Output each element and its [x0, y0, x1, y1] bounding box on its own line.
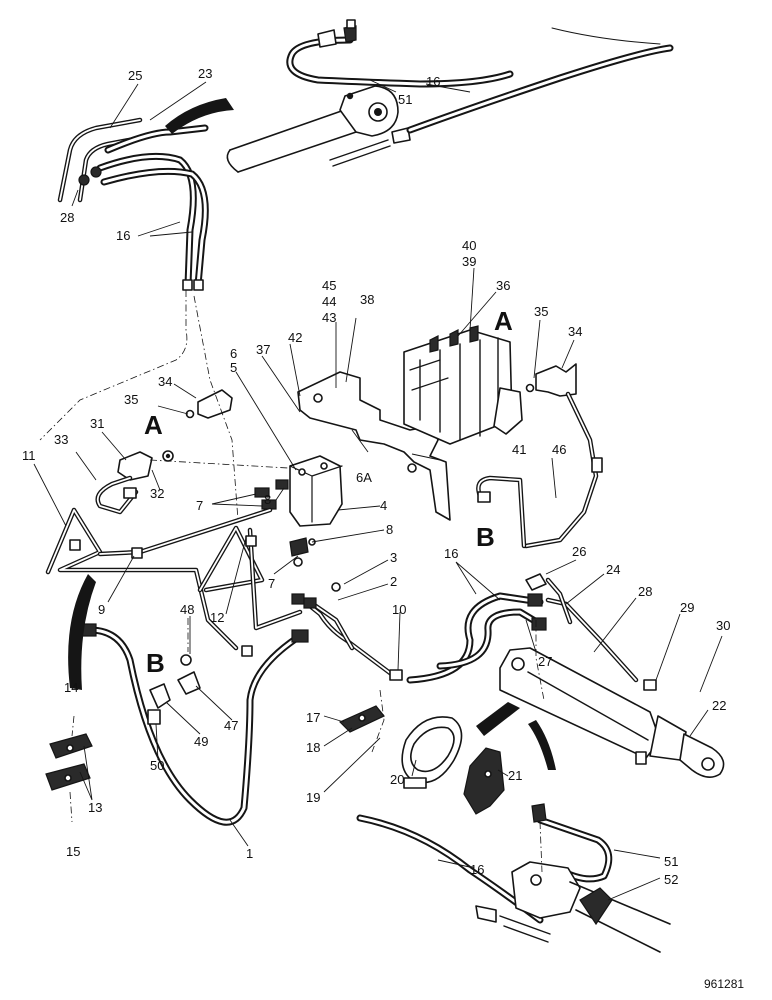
callout-36: 36 [496, 278, 510, 293]
callout-51: 51 [664, 854, 678, 869]
callout-21: 21 [508, 768, 522, 783]
callout-42: 42 [288, 330, 302, 345]
callout-40: 40 [462, 238, 476, 253]
callout-35: 35 [534, 304, 548, 319]
callout-12: 12 [210, 610, 224, 625]
callout-47: 47 [224, 718, 238, 733]
callout-22: 22 [712, 698, 726, 713]
control-valve-assembly [297, 325, 523, 521]
callout-20: 20 [390, 772, 404, 787]
callout-4: 4 [380, 498, 387, 513]
section-marker-b-left: B [146, 648, 165, 678]
callout-3: 3 [390, 550, 397, 565]
callout-29: 29 [680, 600, 694, 615]
callout-1: 1 [246, 846, 253, 861]
callout-50: 50 [150, 758, 164, 773]
callout-52: 52 [664, 872, 678, 887]
callout-26: 26 [572, 544, 586, 559]
callout-30: 30 [716, 618, 730, 633]
callout-45: 45 [322, 278, 336, 293]
callout-46: 46 [552, 442, 566, 457]
callout-17: 17 [306, 710, 320, 725]
callout-23: 23 [198, 66, 212, 81]
section-marker-a-left: A [144, 410, 163, 440]
callout-7: 7 [268, 576, 275, 591]
callout-5: 5 [230, 360, 237, 375]
callout-16: 16 [444, 546, 458, 561]
callout-16: 16 [426, 74, 440, 89]
bottom-ram-detail [356, 803, 671, 953]
callout-6: 6 [230, 346, 237, 361]
top-ram-detail [226, 19, 674, 173]
callout-41: 41 [512, 442, 526, 457]
callout-44: 44 [322, 294, 336, 309]
main-flexible-hose-1 [68, 574, 309, 826]
callout-14: 14 [64, 680, 78, 695]
callout-16: 16 [116, 228, 130, 243]
callout-34: 34 [568, 324, 582, 339]
leader-lines [33, 79, 723, 901]
callout-28: 28 [638, 584, 652, 599]
callout-38: 38 [360, 292, 374, 307]
callout-11: 11 [22, 448, 36, 463]
callout-43: 43 [322, 310, 336, 325]
callout-18: 18 [306, 740, 320, 755]
callout-33: 33 [54, 432, 68, 447]
callout-2: 2 [390, 574, 397, 589]
callout-35: 35 [124, 392, 138, 407]
right-ram-22 [499, 647, 725, 778]
callout-39: 39 [462, 254, 476, 269]
callout-19: 19 [306, 790, 320, 805]
ram-hoses-16 [406, 573, 657, 691]
callout-27: 27 [538, 654, 552, 669]
callout-labels: 25 23 28 16 51 16 40 39 36 45 44 43 38 3… [22, 66, 730, 887]
clamps-and-brackets [338, 702, 556, 815]
callout-34: 34 [158, 374, 172, 389]
callout-48: 48 [180, 602, 194, 617]
callout-16: 16 [470, 862, 484, 877]
callout-32: 32 [150, 486, 164, 501]
drawing-reference-number: 961281 [704, 977, 744, 991]
rigid-pipe-network [45, 507, 403, 681]
upper-left-hose-bundle [39, 98, 234, 441]
callout-8: 8 [264, 492, 271, 507]
callout-8: 8 [386, 522, 393, 537]
section-marker-b-right: B [476, 522, 495, 552]
callout-15: 15 [66, 844, 80, 859]
callout-28: 28 [60, 210, 74, 225]
left-small-parts [45, 618, 201, 823]
left-fittings [95, 389, 233, 515]
callout-25: 25 [128, 68, 142, 83]
right-fitting-34 [476, 363, 603, 549]
callout-10: 10 [392, 602, 406, 617]
callout-13: 13 [88, 800, 102, 815]
valve-block-5-6 [254, 455, 343, 592]
callout-51: 51 [398, 92, 412, 107]
callout-49: 49 [194, 734, 208, 749]
callout-37: 37 [256, 342, 270, 357]
callout-31: 31 [90, 416, 104, 431]
section-marker-a-top: A [494, 306, 513, 336]
callout-6a: 6A [356, 470, 372, 485]
callout-9: 9 [98, 602, 105, 617]
callout-7: 7 [196, 498, 203, 513]
callout-24: 24 [606, 562, 620, 577]
